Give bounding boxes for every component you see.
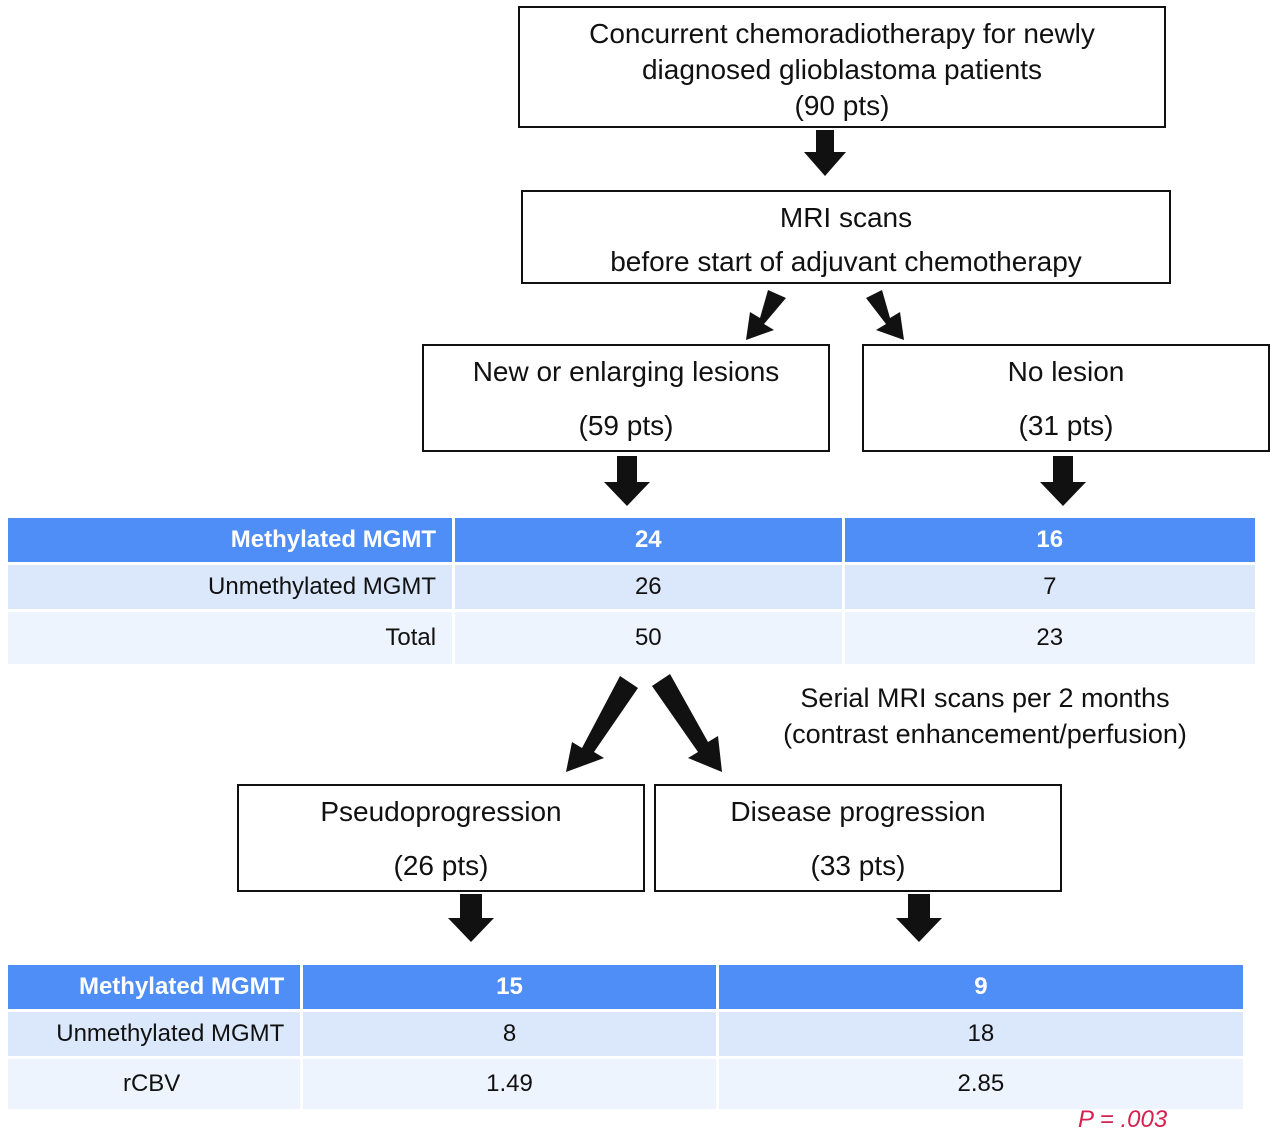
table-row: Methylated MGMT 15 9 bbox=[8, 965, 1247, 1011]
cell-value: 18 bbox=[717, 1009, 1247, 1058]
arrow-pseudo-to-table bbox=[448, 894, 494, 942]
box-new-line1: New or enlarging lesions bbox=[472, 356, 780, 387]
cell-value: 24 bbox=[453, 518, 845, 564]
box-pseudo-line2: (26 pts) bbox=[393, 850, 489, 881]
table-row: Unmethylated MGMT 8 18 bbox=[8, 1009, 1247, 1058]
table-progression-mgmt: Methylated MGMT 15 9 Unmethylated MGMT 8… bbox=[8, 965, 1247, 1109]
table-row: rCBV 1.49 2.85 bbox=[8, 1056, 1247, 1109]
row-label: Unmethylated MGMT bbox=[8, 1009, 304, 1058]
box-crt-line3: (90 pts) bbox=[794, 90, 890, 121]
arrow-mri-to-nolesion bbox=[866, 290, 904, 340]
box-mri-line1: MRI scans bbox=[779, 202, 913, 233]
row-label: Total bbox=[8, 609, 456, 664]
box-no-lesion: No lesion (31 pts) bbox=[862, 344, 1270, 452]
row-label: Methylated MGMT bbox=[8, 965, 304, 1011]
table-lesions-mgmt: Methylated MGMT 24 16 Unmethylated MGMT … bbox=[8, 518, 1259, 664]
box-new-line2: (59 pts) bbox=[578, 410, 674, 441]
box-disease-progression: Disease progression (33 pts) bbox=[654, 784, 1062, 892]
cell-value: 9 bbox=[717, 965, 1247, 1011]
arrow-mri-to-new bbox=[746, 290, 786, 340]
box-mri-scans: MRI scans before start of adjuvant chemo… bbox=[521, 190, 1171, 284]
box-pseudo-line1: Pseudoprogression bbox=[320, 796, 562, 827]
box-mri-line2: before start of adjuvant chemotherapy bbox=[610, 246, 1082, 277]
cell-value: 23 bbox=[843, 609, 1259, 664]
box-disease-line2: (33 pts) bbox=[810, 850, 906, 881]
arrow-disease-to-table bbox=[896, 894, 942, 942]
box-new-lesions: New or enlarging lesions (59 pts) bbox=[422, 344, 830, 452]
arrow-nolesion-to-table bbox=[1040, 456, 1086, 506]
box-no-line2: (31 pts) bbox=[1018, 410, 1114, 441]
serial-note-line1: Serial MRI scans per 2 months bbox=[800, 683, 1170, 713]
serial-note-line2: (contrast enhancement/perfusion) bbox=[783, 719, 1187, 749]
arrow-table-to-disease bbox=[652, 674, 722, 772]
arrow-new-to-table bbox=[604, 456, 650, 506]
row-label: Unmethylated MGMT bbox=[8, 562, 456, 611]
p-value: P = .003 bbox=[1078, 1106, 1168, 1133]
box-disease-line1: Disease progression bbox=[730, 796, 986, 827]
cell-value: 7 bbox=[843, 562, 1259, 611]
cell-value: 8 bbox=[301, 1009, 719, 1058]
table-row: Total 50 23 bbox=[8, 609, 1259, 664]
cell-value: 2.85 bbox=[717, 1056, 1247, 1109]
box-pseudoprogression: Pseudoprogression (26 pts) bbox=[237, 784, 645, 892]
box-crt-line2: diagnosed glioblastoma patients bbox=[641, 54, 1043, 85]
box-crt-patients: Concurrent chemoradiotherapy for newly d… bbox=[518, 6, 1166, 128]
box-crt-line1: Concurrent chemoradiotherapy for newly bbox=[589, 18, 1095, 49]
row-label: rCBV bbox=[8, 1056, 304, 1109]
row-label: Methylated MGMT bbox=[8, 518, 456, 564]
box-no-line1: No lesion bbox=[1007, 356, 1125, 387]
cell-value: 50 bbox=[453, 609, 845, 664]
serial-mri-note: Serial MRI scans per 2 months (contrast … bbox=[750, 680, 1220, 752]
table-row: Methylated MGMT 24 16 bbox=[8, 518, 1259, 564]
cell-value: 26 bbox=[453, 562, 845, 611]
cell-value: 16 bbox=[843, 518, 1259, 564]
table-row: Unmethylated MGMT 26 7 bbox=[8, 562, 1259, 611]
cell-value: 1.49 bbox=[301, 1056, 719, 1109]
cell-value: 15 bbox=[301, 965, 719, 1011]
arrow-table-to-pseudo bbox=[566, 676, 638, 772]
arrow-top-to-mri bbox=[804, 130, 846, 176]
